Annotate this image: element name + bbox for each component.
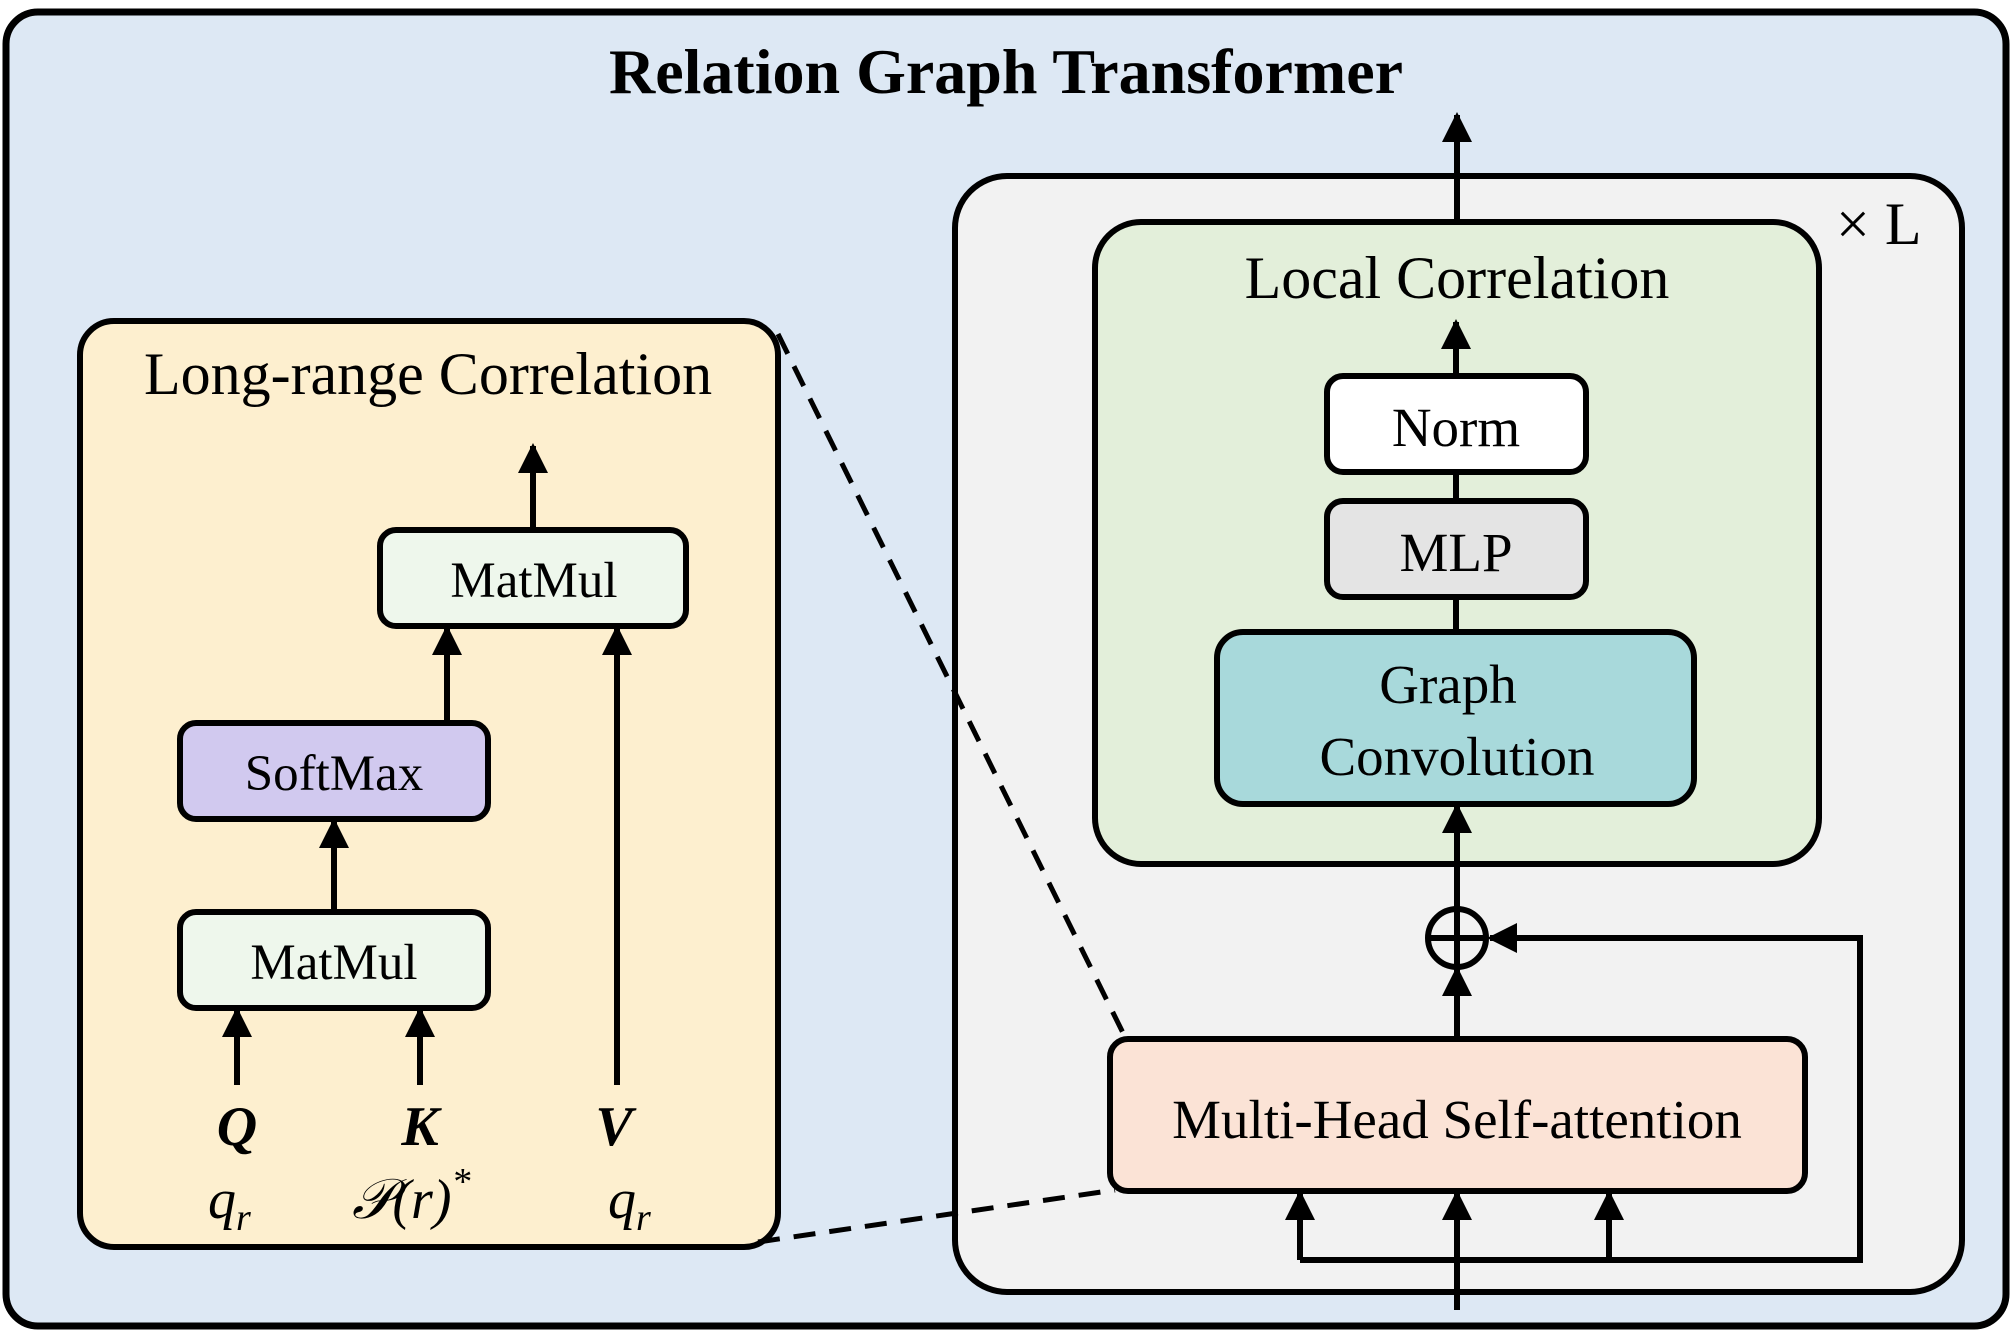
k-input: 𝒫(r)* xyxy=(352,1161,470,1231)
v-input-subscript: r xyxy=(636,1197,651,1239)
zoom-connector-bottom xyxy=(757,1187,1116,1245)
q-label: Q xyxy=(217,1096,257,1158)
q-input-subscript: r xyxy=(236,1197,251,1239)
norm-label: Norm xyxy=(1392,397,1520,458)
k-input-superscript: * xyxy=(451,1161,470,1203)
matmul-top-label: MatMul xyxy=(450,553,617,609)
zoom-connector-top xyxy=(775,332,1129,1041)
diagram-title: Relation Graph Transformer xyxy=(609,36,1403,107)
v-input-symbol: q xyxy=(608,1169,636,1231)
softmax-label: SoftMax xyxy=(245,746,424,802)
matmul-bottom-label: MatMul xyxy=(250,935,417,991)
mlp-label: MLP xyxy=(1399,522,1512,583)
k-input-symbol: 𝒫(r) xyxy=(352,1169,451,1231)
graph-convolution-label-line1: Graph xyxy=(1379,654,1516,715)
q-input: qr xyxy=(208,1169,251,1239)
v-label: V xyxy=(595,1096,637,1158)
long-range-correlation-title: Long-range Correlation xyxy=(144,341,712,407)
local-correlation-title: Local Correlation xyxy=(1245,245,1670,311)
v-input: qr xyxy=(608,1169,651,1239)
k-label: K xyxy=(400,1096,442,1158)
graph-convolution-label-line2: Convolution xyxy=(1319,726,1594,787)
q-input-symbol: q xyxy=(208,1169,236,1231)
multi-head-self-attention-label: Multi-Head Self-attention xyxy=(1172,1089,1742,1150)
repeat-label: × L xyxy=(1836,191,1922,257)
